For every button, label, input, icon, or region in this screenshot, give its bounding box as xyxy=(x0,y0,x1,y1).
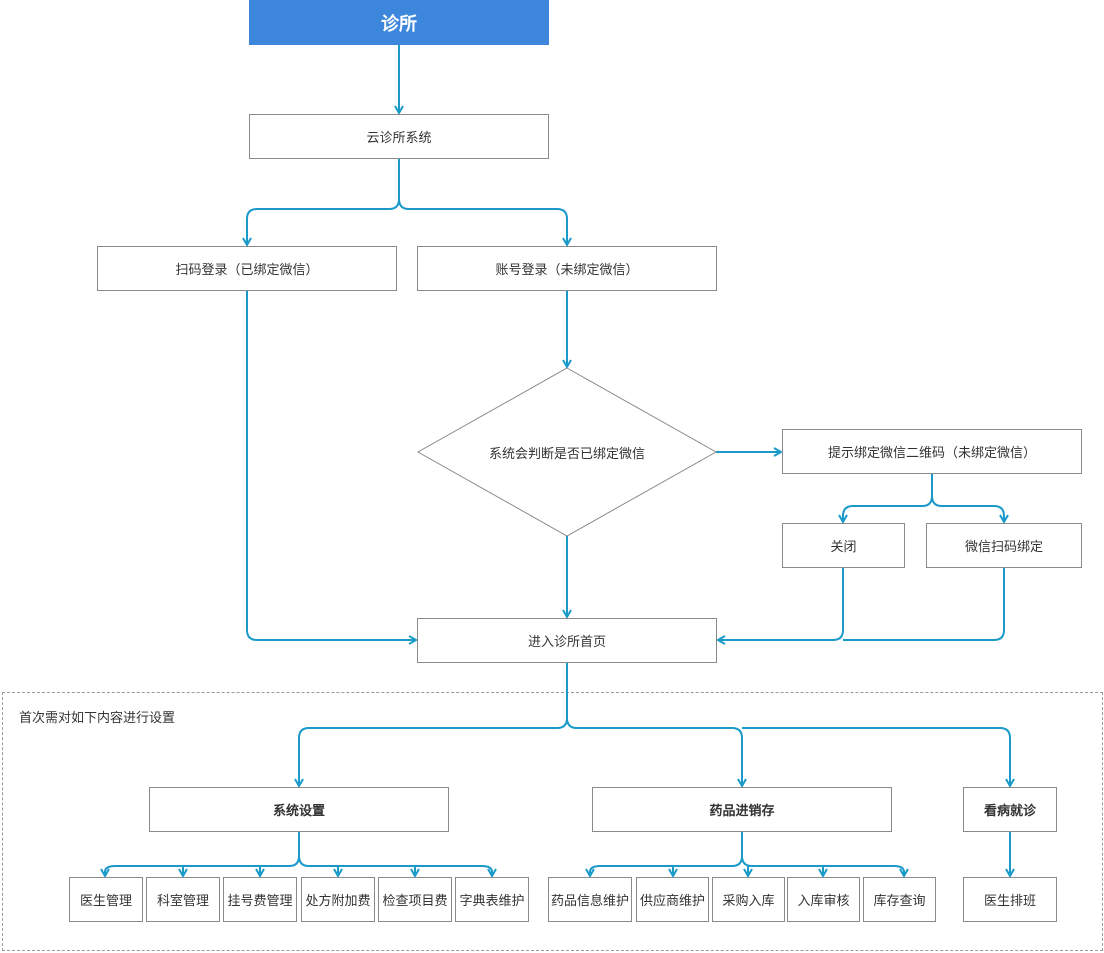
enter-home-label: 进入诊所首页 xyxy=(527,635,606,650)
pharmacy-item-label: 库存查询 xyxy=(873,894,926,909)
system-item-label: 字典表维护 xyxy=(459,894,525,909)
edge-home-to-consult xyxy=(742,727,1010,786)
edge-home-to-pharmacy xyxy=(566,717,742,786)
edge-system-trunk xyxy=(105,832,300,876)
prompt-qr-box: 提示绑定微信二维码（未绑定微信） xyxy=(782,429,1082,474)
first-time-setup-group xyxy=(2,692,1103,951)
edge-prompt-to-bind xyxy=(931,495,1004,522)
pharmacy-item-label: 入库审核 xyxy=(797,894,850,909)
system-item-label: 挂号费管理 xyxy=(227,894,293,909)
edge-cloud-to-account xyxy=(398,198,567,245)
system-item-label: 医生管理 xyxy=(79,894,132,909)
clinic-title-box: 诊所 xyxy=(249,0,549,45)
system-item: 医生管理 xyxy=(69,877,143,922)
account-login-box: 账号登录（未绑定微信） xyxy=(417,246,717,291)
prompt-qr-label: 提示绑定微信二维码（未绑定微信） xyxy=(827,446,1036,461)
consult-label: 看病就诊 xyxy=(983,804,1036,819)
system-item: 科室管理 xyxy=(146,877,220,922)
edge-pharmacy-right xyxy=(741,855,904,876)
group-label: 首次需对如下内容进行设置 xyxy=(19,711,176,726)
close-label: 关闭 xyxy=(830,540,857,555)
pharmacy-box: 药品进销存 xyxy=(592,787,892,832)
decision-label: 系统会判断是否已绑定微信 xyxy=(488,447,645,462)
pharmacy-label: 药品进销存 xyxy=(709,804,775,819)
enter-home-box: 进入诊所首页 xyxy=(417,618,717,663)
edge-close-to-home xyxy=(718,568,844,640)
pharmacy-item: 库存查询 xyxy=(863,877,936,922)
pharmacy-item: 入库审核 xyxy=(787,877,860,922)
scan-login-box: 扫码登录（已绑定微信） xyxy=(97,246,397,291)
system-item: 字典表维护 xyxy=(455,877,529,922)
pharmacy-item-label: 药品信息维护 xyxy=(550,894,629,909)
close-box: 关闭 xyxy=(782,523,905,568)
edge-cloud-to-scan xyxy=(247,159,400,245)
edge-home-to-system xyxy=(299,663,568,786)
consult-box: 看病就诊 xyxy=(963,787,1057,832)
consult-item-label: 医生排班 xyxy=(983,894,1036,909)
wechat-bind-box: 微信扫码绑定 xyxy=(926,523,1082,568)
edge-system-right xyxy=(298,855,492,876)
cloud-system-box: 云诊所系统 xyxy=(249,114,549,159)
wechat-bind-label: 微信扫码绑定 xyxy=(964,540,1043,555)
system-item: 处方附加费 xyxy=(301,877,375,922)
system-item-label: 检查项目费 xyxy=(382,894,448,909)
edge-bind-to-home xyxy=(843,568,1005,641)
pharmacy-item: 采购入库 xyxy=(712,877,785,922)
system-item-label: 科室管理 xyxy=(156,894,209,909)
decision-diamond xyxy=(416,367,718,537)
pharmacy-item: 药品信息维护 xyxy=(548,877,632,922)
edge-pharmacy-trunk xyxy=(590,832,743,876)
system-item: 检查项目费 xyxy=(378,877,452,922)
clinic-title: 诊所 xyxy=(381,13,417,35)
consult-item: 医生排班 xyxy=(963,877,1057,922)
scan-login-label: 扫码登录（已绑定微信） xyxy=(175,263,319,278)
system-settings-box: 系统设置 xyxy=(149,787,449,832)
pharmacy-item-label: 采购入库 xyxy=(722,894,775,909)
edge-scan-to-home xyxy=(246,291,416,640)
pharmacy-item: 供应商维护 xyxy=(636,877,709,922)
system-item: 挂号费管理 xyxy=(223,877,297,922)
cloud-system-label: 云诊所系统 xyxy=(366,131,432,146)
account-login-label: 账号登录（未绑定微信） xyxy=(495,263,639,278)
edge-prompt-to-close xyxy=(843,474,933,522)
system-item-label: 处方附加费 xyxy=(305,894,371,909)
pharmacy-item-label: 供应商维护 xyxy=(639,894,705,909)
system-settings-label: 系统设置 xyxy=(272,804,325,819)
